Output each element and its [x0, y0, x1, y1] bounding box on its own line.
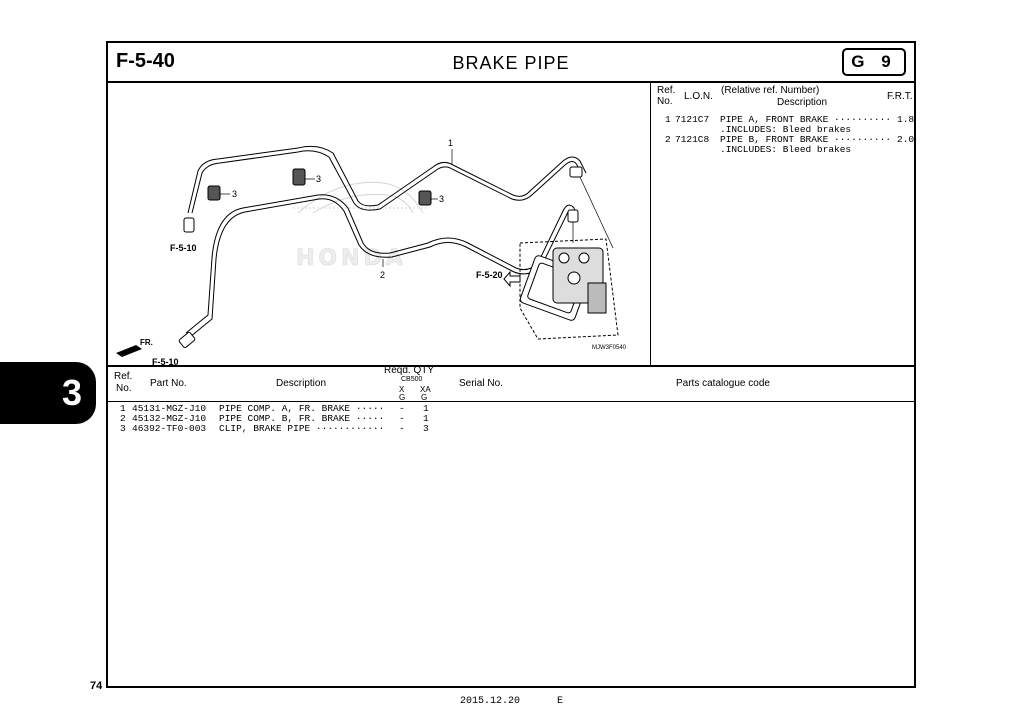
lon-row-2-lon: 7121C8 [675, 134, 710, 145]
abs-modulator [519, 238, 619, 340]
col-description: Description [276, 378, 327, 389]
lon-col-no: No. [657, 96, 673, 107]
lon-row-1-desc: PIPE A, FRONT BRAKE ·········· [720, 114, 892, 125]
chapter-number: 3 [61, 372, 82, 413]
row-qty-xa: 1 [423, 413, 429, 424]
lon-col-frt: F.R.T. [887, 91, 913, 102]
exploded-diagram: HONDA [108, 83, 650, 367]
row-qty-xa: 1 [423, 403, 429, 414]
pipe-a [187, 145, 587, 214]
edition-code: E [557, 696, 564, 707]
col-no: No. [116, 383, 132, 394]
lon-row-2-frt: 2.0 [897, 134, 915, 145]
callout-1: 1 [448, 138, 453, 148]
lon-row-2-desc: PIPE B, FRONT BRAKE ·········· [720, 134, 892, 145]
chapter-tab: 3 [0, 362, 96, 424]
group-badge: G 9 [842, 48, 906, 76]
col-g2: G [421, 393, 428, 402]
ref-f5-10-top: F-5-10 [170, 243, 197, 253]
row-part-no: 45131-MGZ-J10 [132, 403, 207, 414]
lon-row-1-frt: 1.8 [897, 114, 915, 125]
page-header: F-5-40 BRAKE PIPE G 9 [108, 43, 914, 83]
image-code: MJW3F0540 [592, 345, 627, 351]
row-qty-xa: 3 [423, 423, 429, 434]
lon-col-lon: L.O.N. [684, 91, 713, 102]
section-code: F-5-40 [116, 50, 175, 72]
row-desc: PIPE COMP. B, FR. BRAKE ····· [219, 413, 385, 424]
row-part-no: 46392-TF0-003 [132, 423, 207, 434]
col-g1: G [399, 393, 406, 402]
lon-col-desc: Description [777, 97, 828, 108]
lon-row-1-sub: .INCLUDES: Bleed brakes [720, 124, 852, 135]
leader-lines [219, 149, 614, 267]
row-qty-x: - [399, 413, 405, 424]
col-model: CB500 [401, 376, 423, 383]
page-title: BRAKE PIPE [452, 53, 570, 73]
lon-row-2-sub: .INCLUDES: Bleed brakes [720, 144, 852, 155]
arrow-f5-20 [503, 270, 521, 288]
fr-label: FR. [140, 338, 153, 347]
table-row: 2 45132-MGZ-J10 PIPE COMP. B, FR. BRAKE … [108, 413, 914, 424]
row-qty-x: - [399, 423, 405, 434]
table-row: 1 45131-MGZ-J10 PIPE COMP. A, FR. BRAKE … [108, 403, 914, 414]
row-ref: 1 [120, 403, 126, 414]
ref-f5-10-bottom: F-5-10 [152, 357, 179, 365]
honda-watermark: HONDA [293, 181, 428, 271]
callout-2: 2 [380, 270, 385, 280]
print-date: 2015.12.20 [460, 696, 521, 707]
front-arrow-icon [116, 345, 142, 357]
callout-3a: 3 [232, 189, 237, 199]
horizontal-divider [108, 365, 914, 367]
watermark-text: HONDA [296, 246, 407, 271]
col-xa: XA [420, 385, 431, 394]
row-desc: PIPE COMP. A, FR. BRAKE ····· [219, 403, 385, 414]
col-x: X [399, 385, 405, 394]
lon-row-1-lon: 7121C7 [675, 114, 710, 125]
callout-3c: 3 [439, 194, 444, 204]
lon-col-ref: Ref. [657, 85, 676, 96]
col-serial: Serial No. [459, 378, 503, 389]
row-part-no: 45132-MGZ-J10 [132, 413, 207, 424]
col-ref: Ref. [114, 371, 133, 382]
lon-col-desc-top: (Relative ref. Number) [721, 85, 820, 96]
catalogue-page-frame: F-5-40 BRAKE PIPE G 9 HONDA [106, 41, 916, 688]
col-part-no: Part No. [150, 378, 187, 389]
callout-3b: 3 [316, 174, 321, 184]
parts-table-header: Ref. No. Part No. Description Reqd. QTY … [108, 365, 914, 402]
col-catalogue-code: Parts catalogue code [676, 378, 770, 389]
brake-pipe-clips [207, 168, 432, 206]
ref-f5-20: F-5-20 [476, 270, 503, 280]
labour-operation-table: Ref. No. L.O.N. (Relative ref. Number) D… [651, 83, 914, 365]
row-ref: 3 [120, 423, 126, 434]
lon-row-2-ref: 2 [665, 134, 671, 145]
vertical-divider [650, 83, 651, 365]
page-number: 74 [90, 680, 103, 692]
row-ref: 2 [120, 413, 126, 424]
table-row: 3 46392-TF0-003 CLIP, BRAKE PIPE ·······… [108, 423, 914, 434]
row-qty-x: - [399, 403, 405, 414]
lon-row-1-ref: 1 [665, 114, 671, 125]
col-reqd-qty: Reqd. QTY [384, 365, 435, 376]
fittings [178, 166, 583, 349]
brake-pipe-diagram: HONDA [116, 138, 627, 367]
row-desc: CLIP, BRAKE PIPE ············ [219, 423, 385, 434]
